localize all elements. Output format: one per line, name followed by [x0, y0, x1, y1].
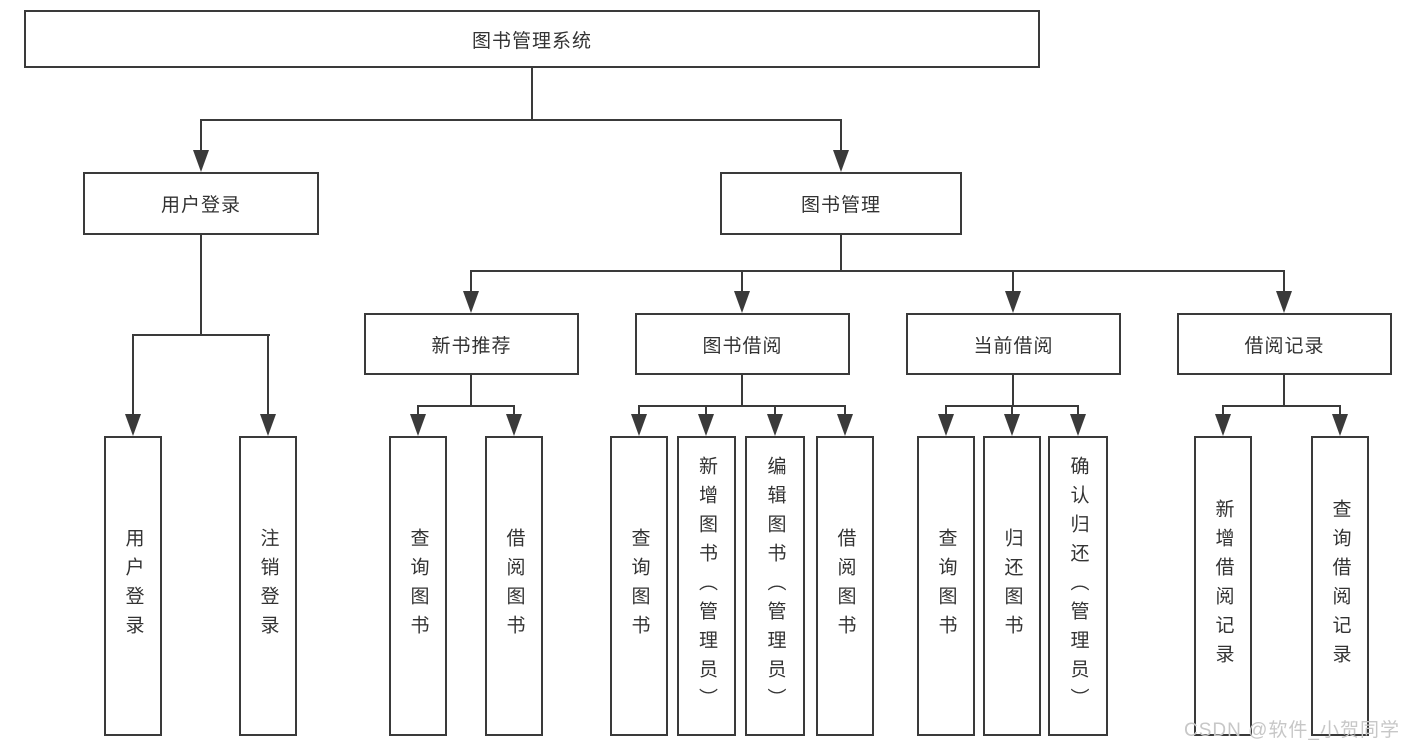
arrowhead-down-icon [1332, 414, 1348, 436]
node-label: 新书推荐 [431, 335, 512, 357]
arrowhead-down-icon [1004, 414, 1020, 436]
arrowhead-down-icon [506, 414, 522, 436]
arrowhead-down-icon [1005, 291, 1021, 313]
connector-hline [132, 334, 270, 336]
arrowhead-down-icon [1276, 291, 1292, 313]
leaf-label: 确认归还（管理员） [1067, 455, 1089, 717]
connector-vline [531, 68, 533, 121]
leaf-query-borrow-record: 查询借阅记录 [1311, 436, 1369, 736]
arrowhead-down-icon [631, 414, 647, 436]
leaf-label: 用户登录 [122, 528, 144, 644]
connector-vline [840, 235, 842, 272]
connector-vline [267, 334, 269, 416]
arrowhead-down-icon [938, 414, 954, 436]
connector-hline [470, 270, 1285, 272]
leaf-confirm-return-admin: 确认归还（管理员） [1048, 436, 1108, 736]
connector-vline [1339, 405, 1341, 416]
arrowhead-down-icon [837, 414, 853, 436]
connector-vline [1283, 270, 1285, 293]
arrowhead-down-icon [1215, 414, 1231, 436]
connector-vline [470, 270, 472, 293]
leaf-add-borrow-record: 新增借阅记录 [1194, 436, 1252, 736]
connector-hline [417, 405, 515, 407]
arrowhead-down-icon [734, 291, 750, 313]
arrowhead-down-icon [193, 150, 209, 172]
connector-vline [945, 405, 947, 416]
csdn-watermark: CSDN @软件_小贺同学 [1184, 720, 1400, 741]
connector-vline [1077, 405, 1079, 416]
node-book-borrow: 图书借阅 [635, 313, 850, 375]
node-label: 图书借阅 [702, 335, 783, 357]
leaf-add-book-admin: 新增图书（管理员） [677, 436, 736, 736]
connector-vline [844, 405, 846, 416]
leaf-label: 注销登录 [257, 528, 279, 644]
arrowhead-down-icon [767, 414, 783, 436]
leaf-borrow-books-borrow: 借阅图书 [816, 436, 874, 736]
connector-vline [200, 119, 202, 152]
arrowhead-down-icon [125, 414, 141, 436]
leaf-label: 查询图书 [407, 528, 429, 644]
leaf-user-login: 用户登录 [104, 436, 162, 736]
node-current-borrow: 当前借阅 [906, 313, 1121, 375]
connector-vline [741, 375, 743, 407]
leaf-query-books-borrow: 查询图书 [610, 436, 668, 736]
arrowhead-down-icon [698, 414, 714, 436]
node-label: 用户登录 [160, 195, 241, 216]
connector-hline [638, 405, 846, 407]
leaf-label: 借阅图书 [503, 528, 525, 644]
leaf-label: 借阅图书 [834, 528, 856, 644]
connector-vline [741, 270, 743, 293]
leaf-label: 查询借阅记录 [1329, 499, 1351, 673]
leaf-borrow-books-recommend: 借阅图书 [485, 436, 543, 736]
connector-hline [1222, 405, 1341, 407]
arrowhead-down-icon [1070, 414, 1086, 436]
node-new-book-recommend: 新书推荐 [364, 313, 579, 375]
node-label: 借阅记录 [1244, 335, 1325, 357]
leaf-logout: 注销登录 [239, 436, 297, 736]
connector-vline [840, 119, 842, 152]
leaf-return-book: 归还图书 [983, 436, 1041, 736]
node-book-management: 图书管理 [720, 172, 962, 235]
connector-vline [774, 405, 776, 416]
node-label: 当前借阅 [973, 335, 1054, 357]
node-user-login: 用户登录 [83, 172, 319, 235]
connector-vline [1012, 270, 1014, 293]
connector-vline [1222, 405, 1224, 416]
connector-vline [417, 405, 419, 416]
node-library-system: 图书管理系统 [24, 10, 1040, 68]
leaf-label: 新增图书（管理员） [696, 455, 717, 717]
connector-vline [470, 375, 472, 407]
arrowhead-down-icon [833, 150, 849, 172]
connector-vline [513, 405, 515, 416]
connector-vline [1011, 405, 1013, 416]
leaf-label: 查询图书 [935, 528, 957, 644]
leaf-label: 新增借阅记录 [1212, 499, 1234, 673]
node-label: 图书管理系统 [471, 30, 592, 52]
node-borrow-records: 借阅记录 [1177, 313, 1392, 375]
connector-vline [200, 235, 202, 336]
leaf-label: 编辑图书（管理员） [764, 455, 786, 717]
arrowhead-down-icon [410, 414, 426, 436]
leaf-query-books-current: 查询图书 [917, 436, 975, 736]
connector-vline [1283, 375, 1285, 407]
connector-hline [200, 119, 841, 121]
connector-vline [705, 405, 707, 416]
node-label: 图书管理 [800, 195, 881, 216]
connector-vline [638, 405, 640, 416]
leaf-query-books-recommend: 查询图书 [389, 436, 447, 736]
connector-vline [132, 334, 134, 416]
arrowhead-down-icon [463, 291, 479, 313]
connector-vline [1012, 375, 1014, 407]
arrowhead-down-icon [260, 414, 276, 436]
leaf-label: 归还图书 [1001, 528, 1023, 644]
leaf-edit-book-admin: 编辑图书（管理员） [745, 436, 805, 736]
leaf-label: 查询图书 [628, 528, 650, 644]
